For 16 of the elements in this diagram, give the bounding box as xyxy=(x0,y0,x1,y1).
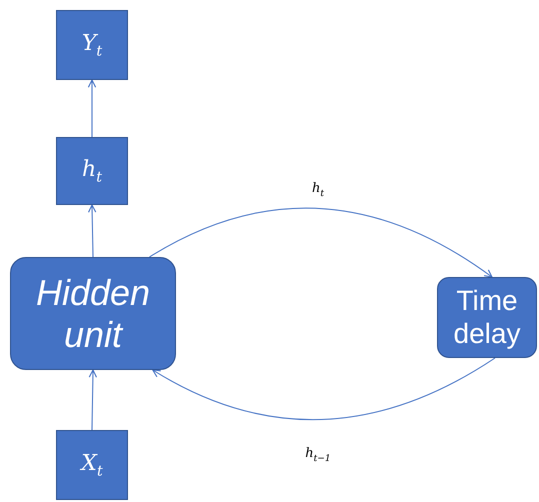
process-box xyxy=(437,277,537,358)
variable-box xyxy=(56,137,128,205)
variable-box xyxy=(56,430,128,500)
arrow xyxy=(152,358,496,420)
node-label: Hidden unit xyxy=(34,272,152,355)
arrow xyxy=(148,208,493,278)
edge-label: h$_{t}$ xyxy=(310,181,326,199)
process-box xyxy=(10,257,176,370)
arrow xyxy=(88,369,98,430)
arrow xyxy=(88,79,96,138)
node-label: h$_{t}$ xyxy=(82,156,102,186)
variable-box xyxy=(56,10,128,80)
node-label: X$_{t}$ xyxy=(81,450,103,480)
node-label: Y$_{t}$ xyxy=(82,30,102,60)
node-label: Time delay xyxy=(452,285,522,350)
arrow xyxy=(88,204,96,258)
